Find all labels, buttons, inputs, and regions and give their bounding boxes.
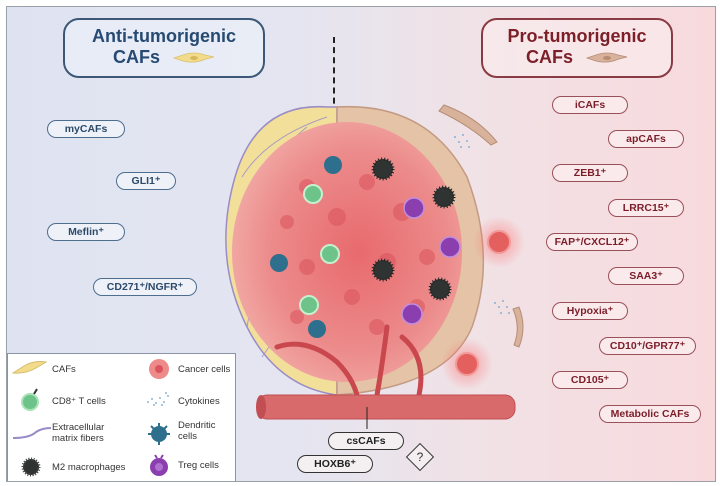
blood-vessel [256,394,516,420]
subtype-pill-mycafs: myCAFs [47,120,125,138]
subtype-pill-metabolic-cafs: Metabolic CAFs [599,405,701,423]
dendritic-cell-icon [148,423,170,445]
legend-label-m2-macrophages: M2 macrophages [52,462,126,473]
subtype-pill-hoxb6: HOXB6⁺ [297,455,373,473]
cd8-t-cell-icon [21,388,39,411]
subtype-pill-apcafs: apCAFs [608,130,684,148]
pro-tumorigenic-title-box: Pro-tumorigenic CAFs [481,18,673,78]
legend-label-cafs: CAFs [52,364,76,375]
subtype-pill-fap-cxcl12: FAP⁺/CXCL12⁺ [546,233,638,251]
treg-cells [401,197,461,325]
subtype-pill-meflin: Meflin⁺ [47,223,125,241]
stroma-ring-pro [336,105,485,396]
anti-tumorigenic-title-box: Anti-tumorigenic CAFs [63,18,265,78]
question-mark-icon: ? [405,442,435,472]
cytokines [454,134,510,314]
treg-cell-icon [150,454,168,476]
vessel-branch [274,324,424,398]
subtype-pill-cd10-gpr77: CD10⁺/GPR77⁺ [599,337,696,355]
stroma-ring-anti [225,105,338,396]
legend-label-cancer-cells: Cancer cells [178,364,231,375]
subtype-pill-saa3: SAA3⁺ [608,267,684,285]
legend-label-cytokines: Cytokines [178,396,220,407]
escaping-cancer-cell [487,230,511,254]
cancer-cell-icon [149,359,169,379]
ecm-fiber-icon [12,427,52,439]
center-dashed-divider [333,37,335,417]
tumor-core [232,122,462,382]
pro-title-line2: CAFs [483,47,671,68]
figure-panel: Anti-tumorigenic CAFs Pro-tumorigenic CA… [6,6,716,482]
caf-cell-icon [12,361,48,374]
free-caf-cell [512,306,524,348]
escaping-cancer-cell [455,352,479,376]
free-caf-cell [438,104,498,146]
subtype-pill-lrrc15: LRRC15⁺ [608,199,684,217]
subtype-pill-cd105: CD105⁺ [552,371,628,389]
subtype-pill-icafs: iCAFs [552,96,628,114]
anti-title-line1: Anti-tumorigenic [92,26,236,46]
cytokines-icon [147,392,169,406]
legend-label-cd8-t-cells: CD8⁺ T cells [52,396,106,407]
subtype-pill-hypoxia: Hypoxia⁺ [552,302,628,320]
m2-macrophages [371,157,456,301]
caf-yellow-icon [173,52,215,63]
legend: CAFs Cancer cells CD8⁺ T cells Cytokines… [7,353,236,481]
subtype-pill-gli1: GLI1⁺ [116,172,176,190]
pro-title-line1: Pro-tumorigenic [507,26,647,46]
subtype-pill-cscafs: csCAFs [328,432,404,450]
subtype-pill-cd271-ngfr: CD271⁺/NGFR⁺ [93,278,197,296]
caf-tan-icon [586,52,628,63]
subtype-pill-zeb1: ZEB1⁺ [552,164,628,182]
legend-label-treg-cells: Treg cells [178,460,219,471]
anti-title-line2: CAFs [65,47,263,68]
dendritic-cells [270,156,342,338]
m2-macrophage-icon [21,457,41,477]
